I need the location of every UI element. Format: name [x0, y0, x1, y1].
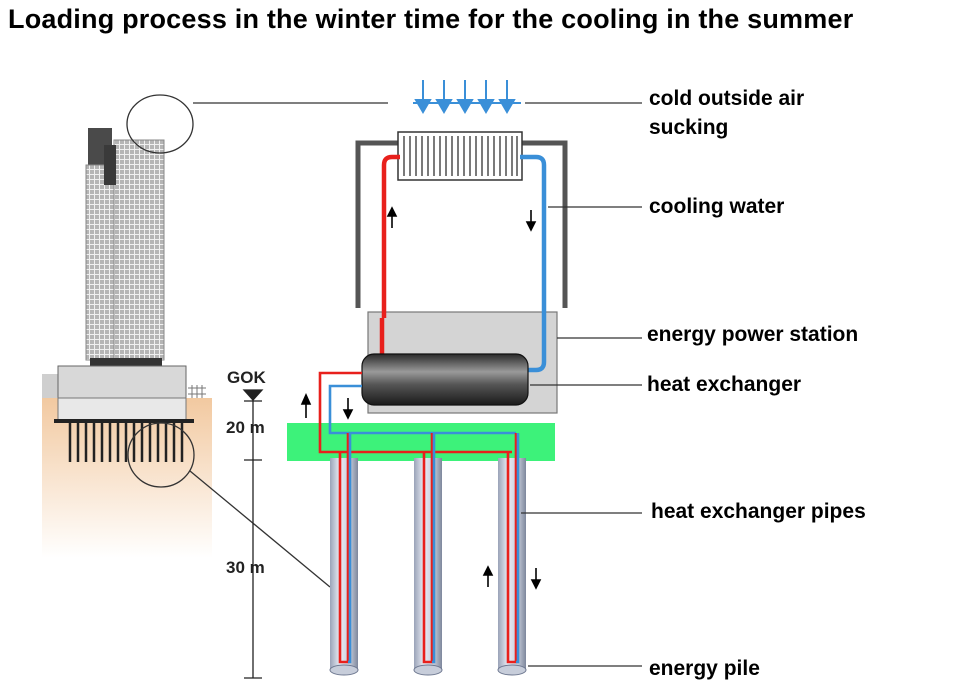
zoom-circle-bottom: [127, 422, 195, 488]
zoom-circle-top: [126, 94, 194, 154]
cooling-tower-frame: [355, 140, 568, 308]
energy-piles: [329, 458, 527, 676]
label-energy-pile: energy pile: [649, 657, 760, 680]
energy-pile-1: [330, 458, 358, 670]
label-sucking: sucking: [649, 116, 729, 139]
tower-right: [113, 139, 165, 361]
label-cooling-water: cooling water: [649, 195, 785, 218]
ground-layer: [287, 423, 555, 461]
label-energy-power-station: energy power station: [647, 323, 859, 346]
energy-pile-3: [498, 458, 526, 670]
air-intake-arrows: [413, 80, 521, 114]
arrow-down-icon: [342, 409, 354, 420]
depth-30m-label: 30 m: [226, 558, 265, 577]
arrow-up-icon: [300, 393, 312, 405]
building-illustration: [42, 94, 388, 588]
label-heat-exchanger: heat exchanger: [647, 373, 802, 396]
heat-exchanger-unit: [361, 353, 529, 406]
gok-label: GOK: [227, 368, 266, 387]
leader-lines: [521, 102, 642, 667]
pile-pipe-network: [318, 371, 520, 664]
cooling-water-loop: [379, 154, 547, 373]
arrow-up-icon: [482, 565, 494, 576]
flow-arrows: [300, 206, 542, 590]
arrow-down-icon: [530, 579, 542, 590]
building-piles: [68, 423, 184, 462]
arrow-down-icon: [525, 221, 537, 232]
depth-20m-label: 20 m: [226, 418, 265, 437]
diagram-title: Loading process in the winter time for t…: [8, 4, 854, 34]
label-heat-exchanger-pipes: heat exchanger pipes: [651, 500, 866, 523]
depth-dimension: [242, 389, 264, 679]
air-radiator: [397, 131, 523, 181]
arrow-up-icon: [386, 206, 398, 217]
tower-left: [85, 164, 115, 361]
label-cold-outside-air: cold outside air: [649, 87, 805, 110]
podium: [57, 365, 187, 401]
energy-pile-2: [414, 458, 442, 670]
